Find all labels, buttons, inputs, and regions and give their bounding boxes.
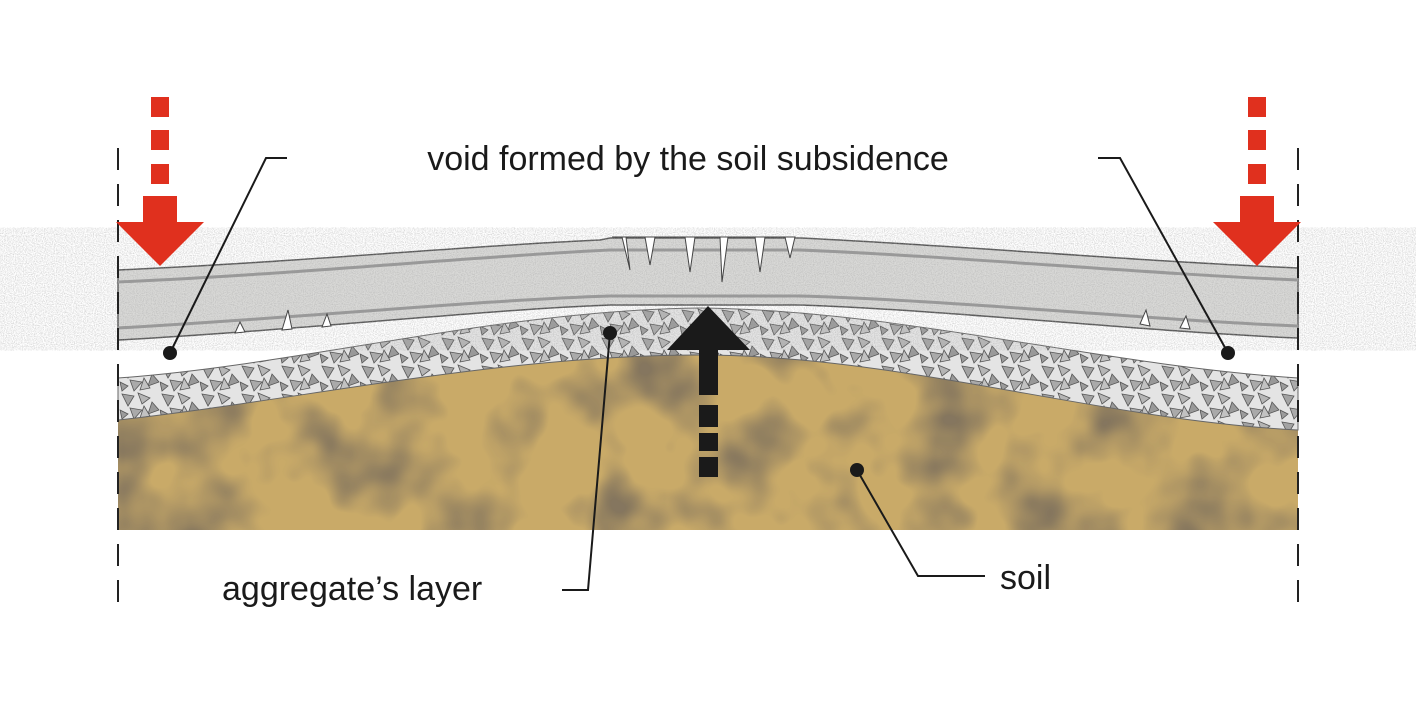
arrow-down-dashed-icon: [1213, 97, 1301, 266]
leader-lines: [169, 157, 1229, 591]
arrow-down-dashed-icon: [116, 97, 204, 266]
aggregate-layer: [117, 307, 1299, 431]
arrow-up-dashed-icon: [667, 306, 750, 477]
void-label: void formed by the soil subsidence: [427, 140, 949, 178]
soil-label: soil: [1000, 559, 1051, 597]
concrete-slab: [117, 236, 1299, 341]
aggregate-label: aggregate’s layer: [222, 570, 482, 608]
leader-dots: [163, 326, 1235, 477]
